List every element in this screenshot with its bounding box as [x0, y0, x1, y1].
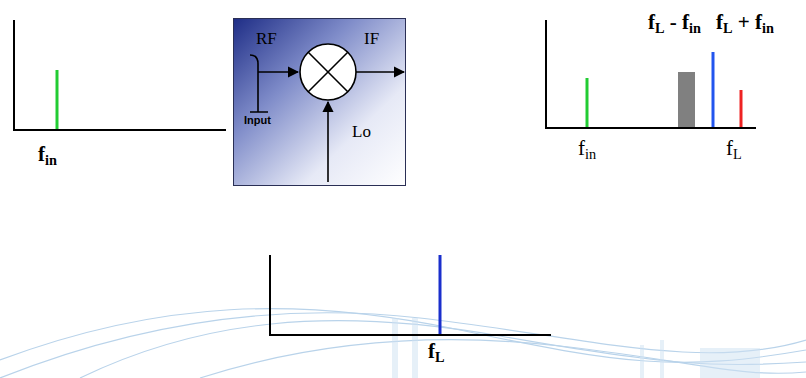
lo-spectrum-axes: [269, 255, 551, 336]
input-tone: [56, 70, 59, 129]
mixer-box: RF IF InputLo: [233, 18, 406, 186]
sum-tone: [740, 90, 743, 127]
frequency-label: fin: [578, 138, 596, 159]
subscript: L: [655, 20, 665, 36]
frequency-label: fL + fin: [716, 12, 774, 33]
mixer-symbol: [250, 44, 404, 182]
port-label: IF: [364, 29, 379, 49]
bridge-silhouette: [392, 318, 760, 378]
port-label: RF: [256, 29, 277, 49]
subscript: in: [689, 20, 701, 36]
frequency-label: fL: [428, 341, 445, 362]
wave-decoration: [0, 309, 806, 378]
subscript: in: [585, 146, 596, 162]
port-label: Lo: [352, 122, 371, 142]
subscript: L: [435, 349, 445, 365]
mixer-box-fill: [233, 18, 406, 186]
input-tone: [586, 78, 589, 127]
subscript: L: [723, 20, 733, 36]
output-spectrum-axes: [545, 20, 756, 129]
lo-tone: [712, 52, 715, 127]
difference-band: [678, 72, 695, 127]
frequency-label: fin: [38, 144, 57, 165]
frequency-label: fL - fin: [648, 12, 701, 33]
frequency-label: fL: [726, 138, 742, 159]
port-label: Input: [244, 114, 271, 126]
subscript: in: [45, 152, 57, 168]
lo-tone: [439, 255, 442, 334]
input-spectrum-axes: [13, 20, 226, 131]
subscript: in: [762, 20, 774, 36]
subscript: L: [733, 146, 742, 162]
